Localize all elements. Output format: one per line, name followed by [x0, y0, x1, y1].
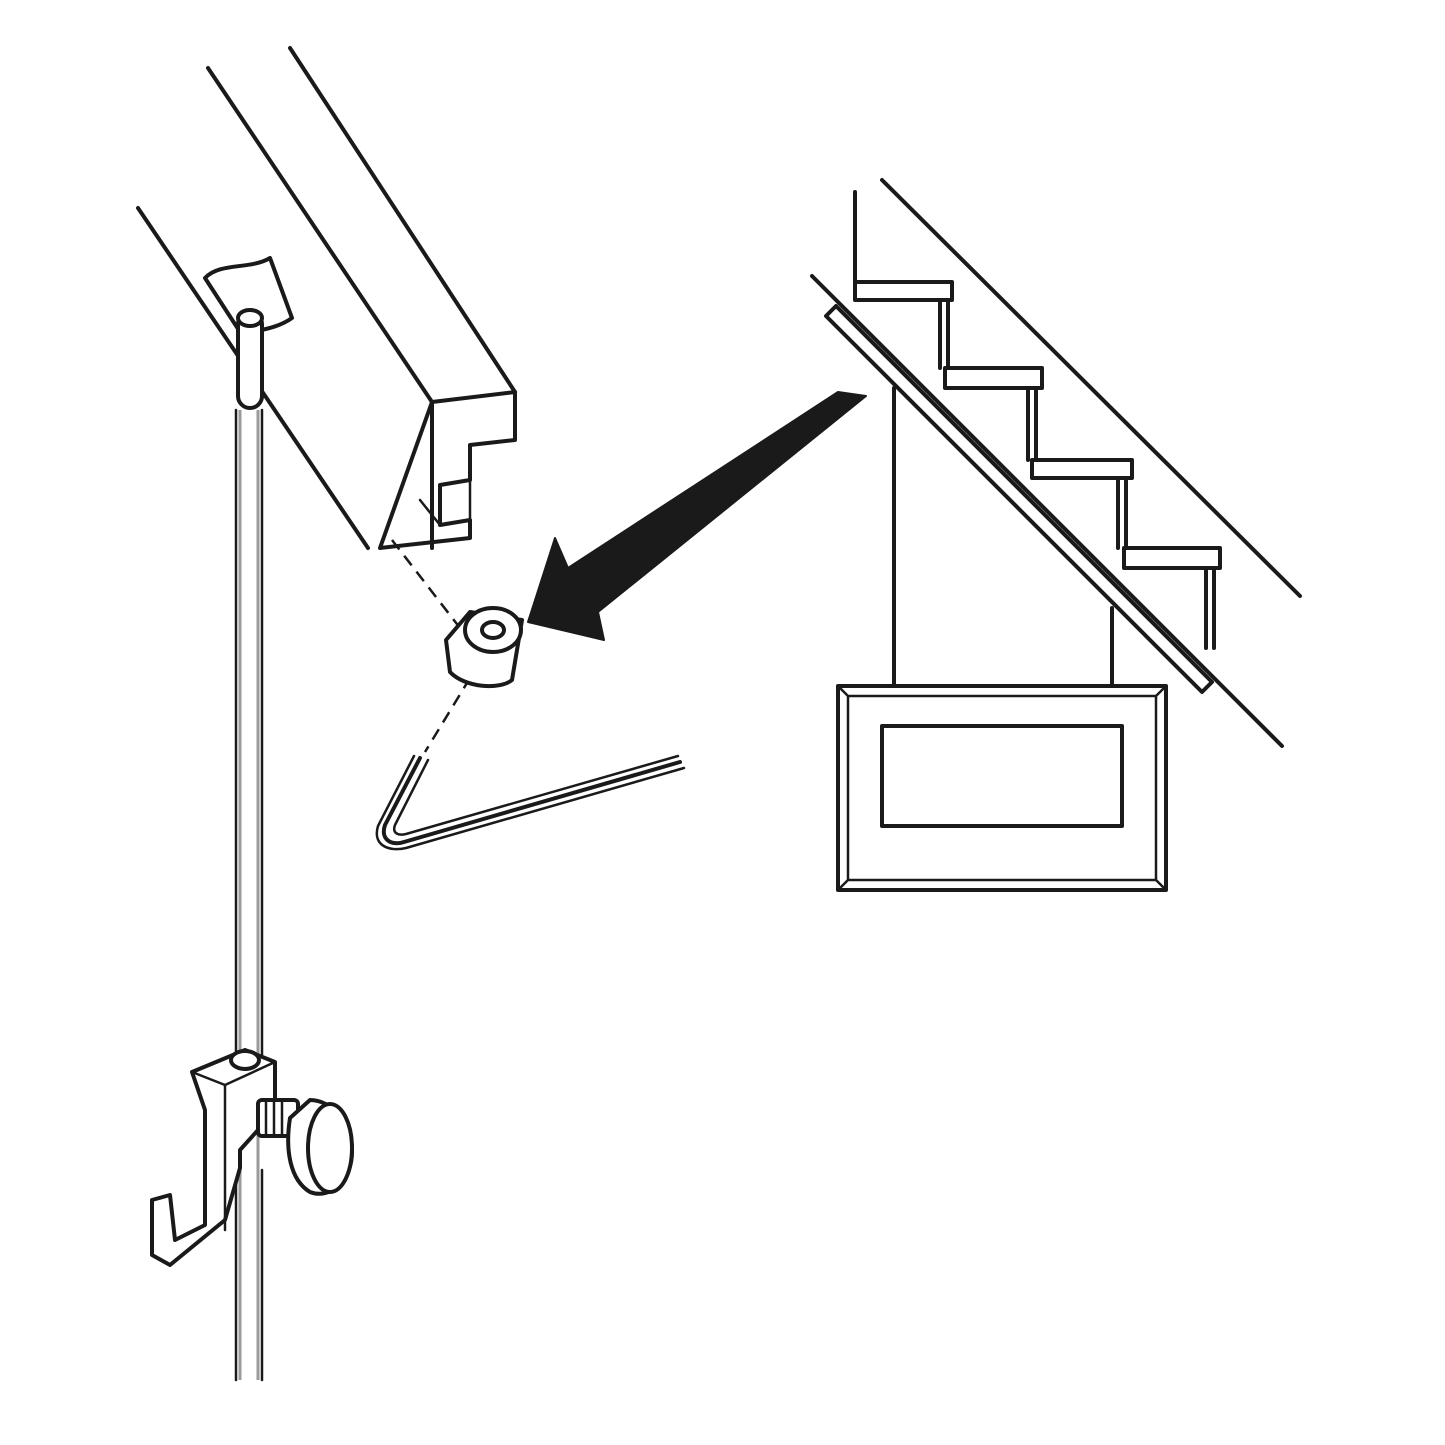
allen-key-icon: [375, 754, 686, 851]
hanging-wire: [234, 408, 264, 1382]
thumb-screw-icon: [256, 1098, 354, 1196]
staircase-icon: [810, 178, 1302, 748]
rail-icon: [136, 46, 517, 550]
picture-frame-icon: [836, 684, 1168, 892]
rail-slider-icon: [203, 256, 294, 410]
hook-icon: [150, 1048, 277, 1267]
arrow-icon: [527, 391, 867, 641]
spacer-sleeve-icon: [391, 539, 524, 753]
